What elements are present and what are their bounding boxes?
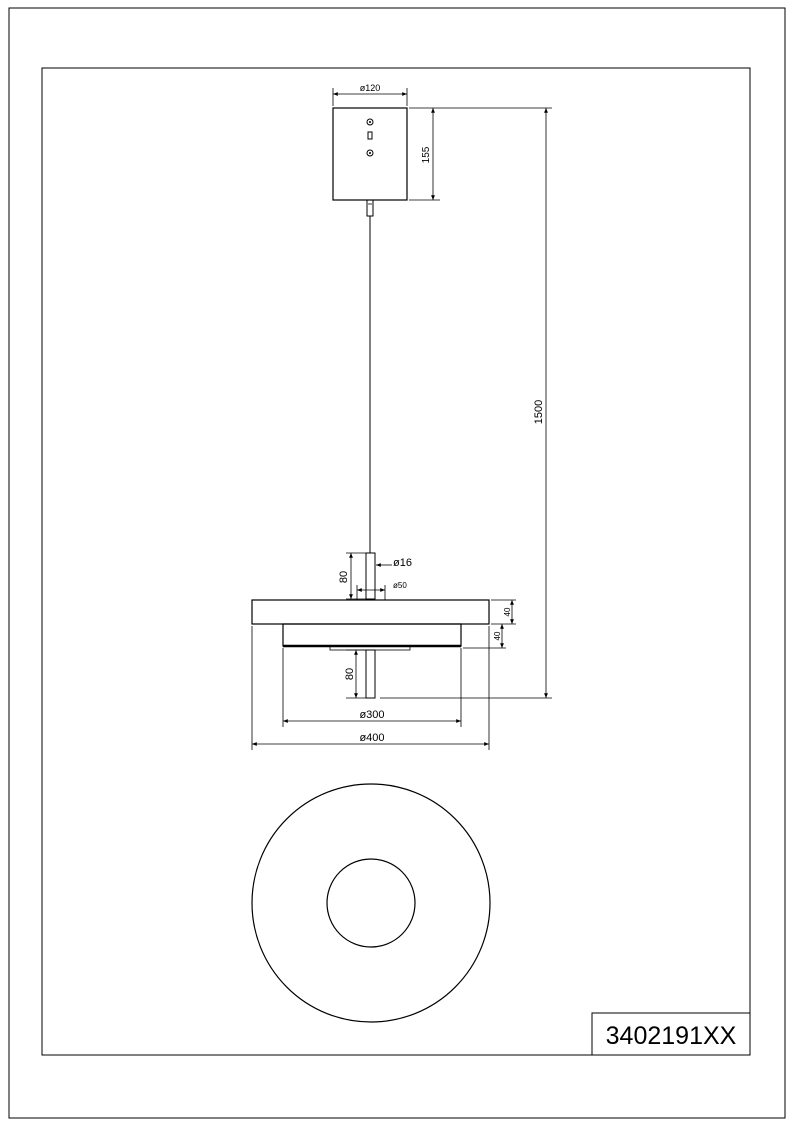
lower-tube-length-label: 80 <box>344 668 356 680</box>
total-drop-label: 1500 <box>533 400 545 424</box>
part-number-box <box>591 1012 751 1056</box>
lower-disc-thickness-label: 40 <box>493 631 502 640</box>
top-view-outer-circle <box>251 783 491 1023</box>
canopy-screw-bottom <box>366 149 374 157</box>
upper-disc <box>251 599 490 625</box>
lower-tube <box>365 649 376 699</box>
collar-diameter-label: ø50 <box>393 581 407 590</box>
canopy-diameter-label: ø120 <box>360 83 381 93</box>
upper-disc-thickness-label: 40 <box>503 607 512 616</box>
tube-diameter-label: ø16 <box>393 557 412 569</box>
canopy-screw-top <box>366 118 374 126</box>
upper-tube <box>365 552 376 600</box>
upper-tube-length-label: 80 <box>338 571 350 583</box>
outer-frame <box>8 7 786 1119</box>
canopy-height-label: 155 <box>421 146 432 163</box>
part-number: 3402191XX <box>606 1022 737 1050</box>
canopy-slot <box>367 131 373 140</box>
drawing-frame <box>41 67 751 1056</box>
outer-diameter-label: ø400 <box>359 732 384 744</box>
inner-diameter-label: ø300 <box>359 709 384 721</box>
cable-gland <box>366 199 374 217</box>
top-view-inner-circle <box>326 858 416 948</box>
lower-disc <box>282 623 462 647</box>
